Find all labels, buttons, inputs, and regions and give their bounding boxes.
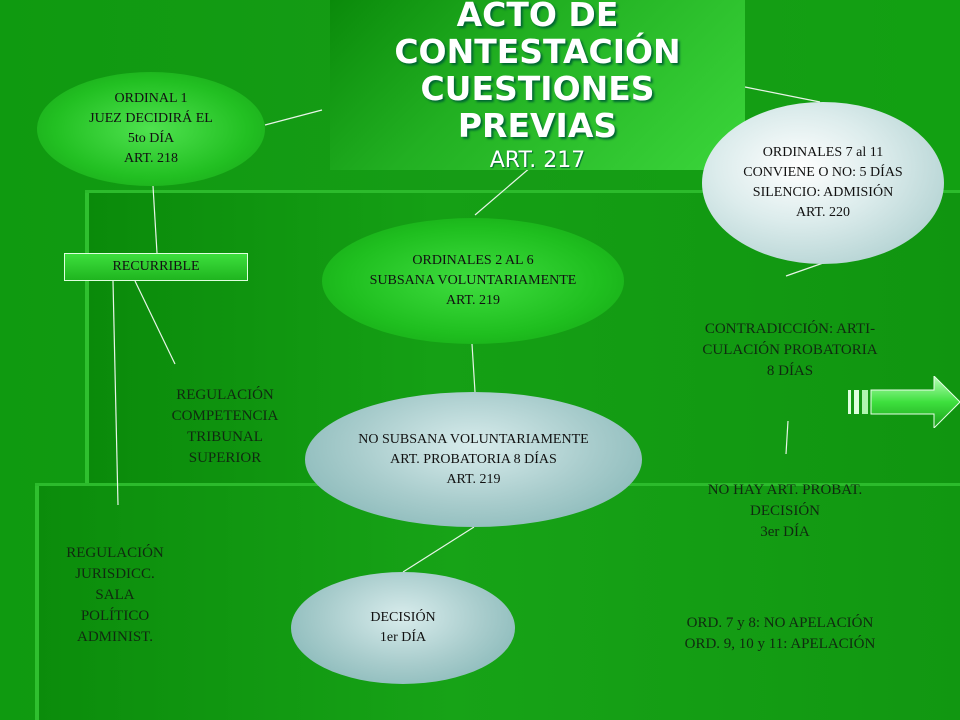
node-ordinales-2-6-text: ORDINALES 2 AL 6 SUBSANA VOLUNTARIAMENTE…	[369, 253, 577, 308]
node-no-hay-articulacion: NO HAY ART. PROBAT. DECISIÓN 3er DÍA	[707, 482, 863, 540]
node-recurrible: RECURRIBLE	[64, 253, 248, 281]
node-ordinal-1-text: ORDINAL 1 JUEZ DECIDIRÁ EL 5to DÍA ART. …	[89, 91, 213, 166]
node-ordinales-2-6: ORDINALES 2 AL 6 SUBSANA VOLUNTARIAMENTE…	[322, 218, 624, 344]
node-regulacion-jurisdiccion: REGULACIÓN JURISDICC. SALA POLÍTICO ADMI…	[66, 545, 164, 645]
panel-edge	[85, 190, 960, 193]
node-ordinal-1: ORDINAL 1 JUEZ DECIDIRÁ EL 5to DÍA ART. …	[37, 72, 265, 186]
diagram-title-article: ART. 217	[489, 148, 586, 173]
node-no-subsana: NO SUBSANA VOLUNTARIAMENTE ART. PROBATOR…	[305, 392, 642, 527]
node-ordinales-7-11: ORDINALES 7 al 11 CONVIENE O NO: 5 DÍAS …	[702, 102, 944, 264]
node-decision-1er-dia: DECISIÓN 1er DÍA	[291, 572, 515, 684]
panel-edge	[35, 485, 39, 720]
node-apelacion: ORD. 7 y 8: NO APELACIÓN ORD. 9, 10 y 11…	[684, 615, 876, 652]
node-contradiccion: CONTRADICCIÓN: ARTI- CULACIÓN PROBATORIA…	[702, 321, 878, 379]
diagram-title: ACTO DE CONTESTACIÓN CUESTIONES PREVIAS	[394, 0, 681, 145]
node-regulacion-competencia: REGULACIÓN COMPETENCIA TRIBUNAL SUPERIOR	[171, 387, 279, 466]
panel-edge	[85, 192, 89, 485]
title-box: ACTO DE CONTESTACIÓN CUESTIONES PREVIAS …	[330, 0, 745, 173]
node-ordinales-7-11-text: ORDINALES 7 al 11 CONVIENE O NO: 5 DÍAS …	[743, 145, 903, 220]
next-arrow-icon[interactable]	[846, 376, 960, 428]
node-decision-text: DECISIÓN 1er DÍA	[370, 610, 436, 645]
node-no-subsana-text: NO SUBSANA VOLUNTARIAMENTE ART. PROBATOR…	[358, 431, 589, 487]
